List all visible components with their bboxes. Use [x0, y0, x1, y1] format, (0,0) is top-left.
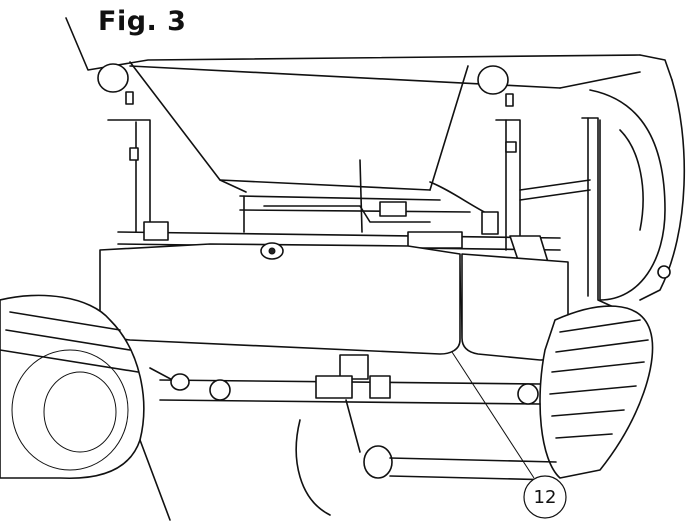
side-panel [589, 79, 686, 301]
hood-outline [65, 17, 673, 193]
bag-knob [260, 242, 284, 260]
callout-12-label: 12 [534, 487, 557, 508]
left-wheel [0, 294, 145, 480]
figure-title: Fig. 3 [98, 6, 187, 37]
callout-12: 12 [451, 351, 567, 519]
inner-mechanism [239, 159, 499, 235]
top-rollers [97, 63, 514, 107]
support-brackets [107, 117, 621, 311]
right-wheel [539, 305, 654, 479]
callout-12-circle [523, 475, 567, 519]
axle-frame [139, 354, 557, 521]
grass-bag-body [99, 243, 569, 361]
